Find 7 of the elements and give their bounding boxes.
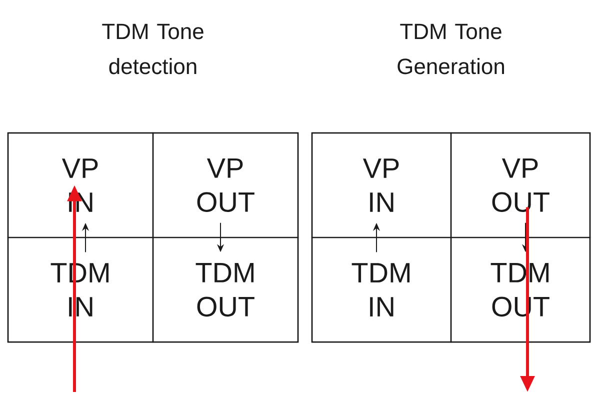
node-label: TDM Tone detection [102, 24, 204, 74]
table-cell: VP OUT [152, 132, 299, 238]
table-cell: VP IN [311, 132, 452, 238]
table-cell: TDM IN [311, 236, 452, 343]
node-label: TDM Tone Generation [398, 24, 504, 74]
table-cell: VP OUT [450, 132, 591, 238]
table-cell: TDM OUT [152, 236, 299, 343]
